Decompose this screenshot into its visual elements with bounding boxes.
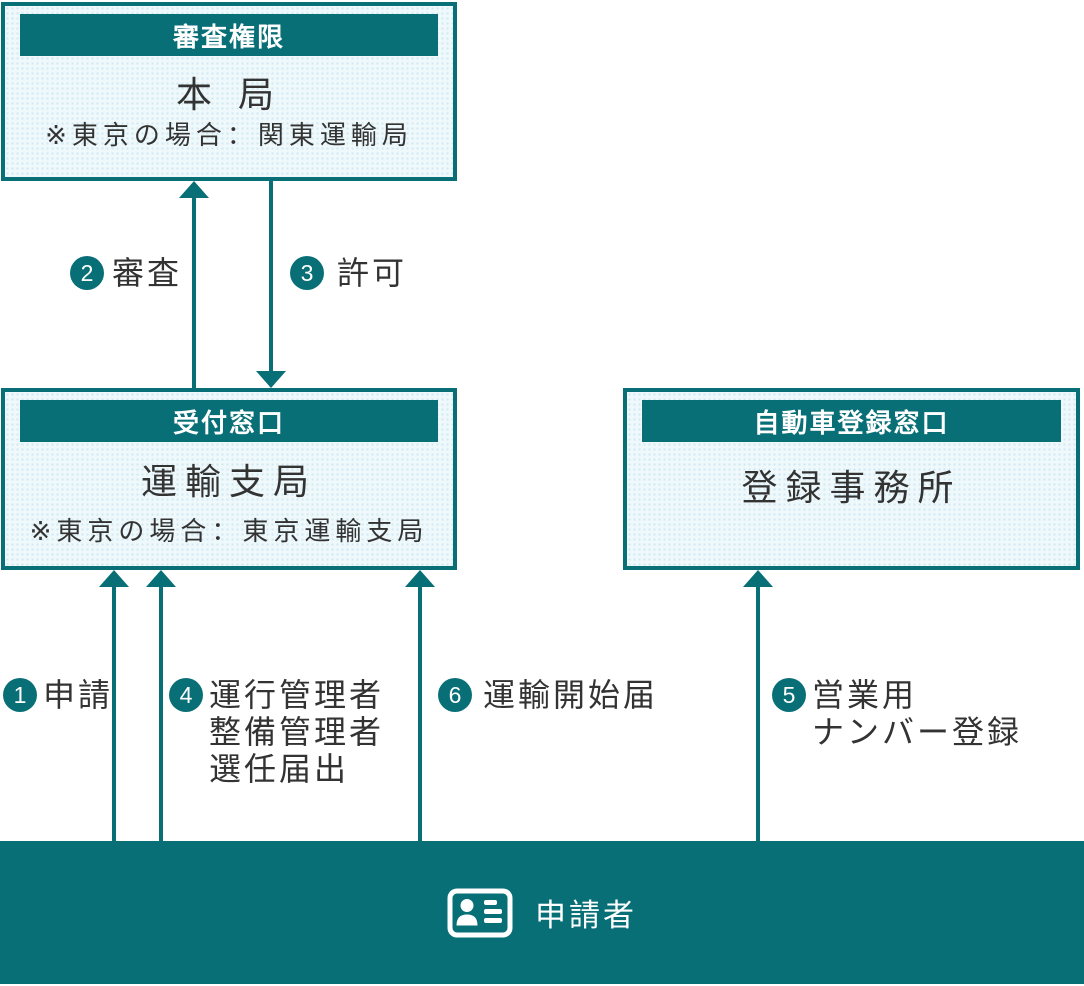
- vehicle-registration-window-title: 登録事務所: [741, 467, 962, 508]
- arrowhead-up-icon: [405, 570, 435, 587]
- examination-authority-note: ※東京の場合：関東運輸局: [45, 120, 413, 150]
- id-card-icon: [447, 888, 513, 937]
- vehicle-registration-window-header: 自動車登録窓口: [642, 400, 1061, 442]
- step-label-manager-notification: 運行管理者 整備管理者 選任届出: [209, 677, 384, 788]
- step-label-examination: 審査: [112, 255, 183, 291]
- arrowhead-up-icon: [146, 570, 176, 587]
- step-label-application: 申請: [43, 677, 114, 713]
- arrowhead-up-icon: [743, 570, 773, 587]
- vehicle-registration-window-box: 自動車登録窓口 登録事務所: [623, 388, 1080, 570]
- step-number-badge: 1: [3, 678, 37, 712]
- step-label-line: 営業用: [812, 677, 918, 713]
- step-label-line: 選任届出: [209, 751, 350, 787]
- arrow-line-application: [112, 586, 116, 841]
- arrowhead-up-icon: [179, 181, 209, 198]
- step-label-line: 運行管理者: [209, 677, 385, 713]
- applicant-bar: 申請者: [0, 841, 1084, 984]
- step-label-line: ナンバー登録: [812, 714, 1023, 750]
- arrow-line-permission: [269, 181, 273, 372]
- applicant-label: 申請者: [535, 898, 637, 933]
- examination-authority-header: 審査権限: [20, 14, 438, 56]
- step-number-badge: 2: [70, 256, 104, 290]
- examination-authority-box: 審査権限 本 局 ※東京の場合：関東運輸局: [1, 2, 457, 181]
- reception-window-title: 運輸支局: [140, 461, 317, 502]
- reception-window-header: 受付窓口: [20, 400, 438, 442]
- step-label-transport-start: 運輸開始届: [483, 677, 659, 713]
- arrow-line-examination: [192, 196, 196, 388]
- arrow-line-transport-start: [418, 586, 422, 841]
- arrow-line-number-registration: [756, 586, 760, 841]
- step-number-badge: 5: [772, 678, 806, 712]
- step-label-permission: 許可: [337, 255, 408, 291]
- reception-window-box: 受付窓口 運輸支局 ※東京の場合：東京運輸支局: [1, 388, 457, 570]
- step-number-badge: 3: [290, 256, 324, 290]
- reception-window-note: ※東京の場合：東京運輸支局: [29, 516, 429, 546]
- examination-authority-title: 本 局: [175, 74, 282, 115]
- arrowhead-up-icon: [99, 570, 129, 587]
- arrow-line-manager-notification: [159, 586, 163, 841]
- arrowhead-down-icon: [256, 371, 286, 388]
- step-number-badge: 6: [438, 678, 472, 712]
- step-label-line: 整備管理者: [209, 714, 385, 750]
- step-number-badge: 4: [169, 678, 203, 712]
- step-label-number-registration: 営業用 ナンバー登録: [812, 677, 1022, 751]
